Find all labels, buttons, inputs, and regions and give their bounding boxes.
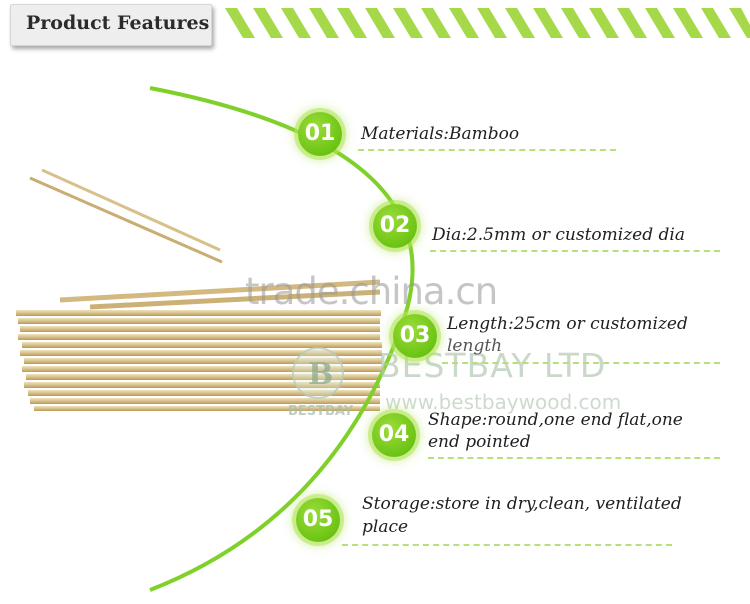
feature-text-dia: Dia:2.5mm or customized dia xyxy=(432,225,685,245)
feature-divider xyxy=(442,362,720,364)
header-stripes xyxy=(225,8,750,38)
feature-divider xyxy=(358,149,616,151)
feature-number-01: 01 xyxy=(298,112,342,156)
watermark-site: trade.china.cn xyxy=(245,270,498,313)
feature-text-length-cont: length xyxy=(447,336,503,356)
watermark-logo: B xyxy=(292,347,344,399)
header-bar: Product Features xyxy=(0,0,750,56)
feature-number-04: 04 xyxy=(372,413,416,457)
feature-number-05: 05 xyxy=(296,498,340,542)
svg-text:B: B xyxy=(308,357,333,392)
header-tab xyxy=(10,4,212,46)
feature-divider xyxy=(430,250,720,252)
feature-text-length: Length:25cm or customized xyxy=(447,314,688,334)
feature-text-storage: Storage:store in dry,clean, ventilated xyxy=(362,494,682,514)
feature-number-02: 02 xyxy=(373,204,417,248)
page-title: Product Features xyxy=(26,12,210,34)
watermark-logo-text: BESTBAY xyxy=(288,404,354,419)
feature-text-materials: Materials:Bamboo xyxy=(361,124,520,144)
feature-number-03: 03 xyxy=(393,314,437,358)
feature-text-shape-cont: end pointed xyxy=(428,432,531,452)
bamboo-skewers-image xyxy=(16,168,382,411)
logo-b-icon: B xyxy=(308,357,333,392)
feature-divider xyxy=(428,457,720,459)
feature-text-shape: Shape:round,one end flat,one xyxy=(428,410,683,430)
feature-text-storage-cont: place xyxy=(362,517,409,537)
feature-divider xyxy=(342,544,672,546)
watermark-url: www.bestbaywood.com xyxy=(385,390,622,414)
